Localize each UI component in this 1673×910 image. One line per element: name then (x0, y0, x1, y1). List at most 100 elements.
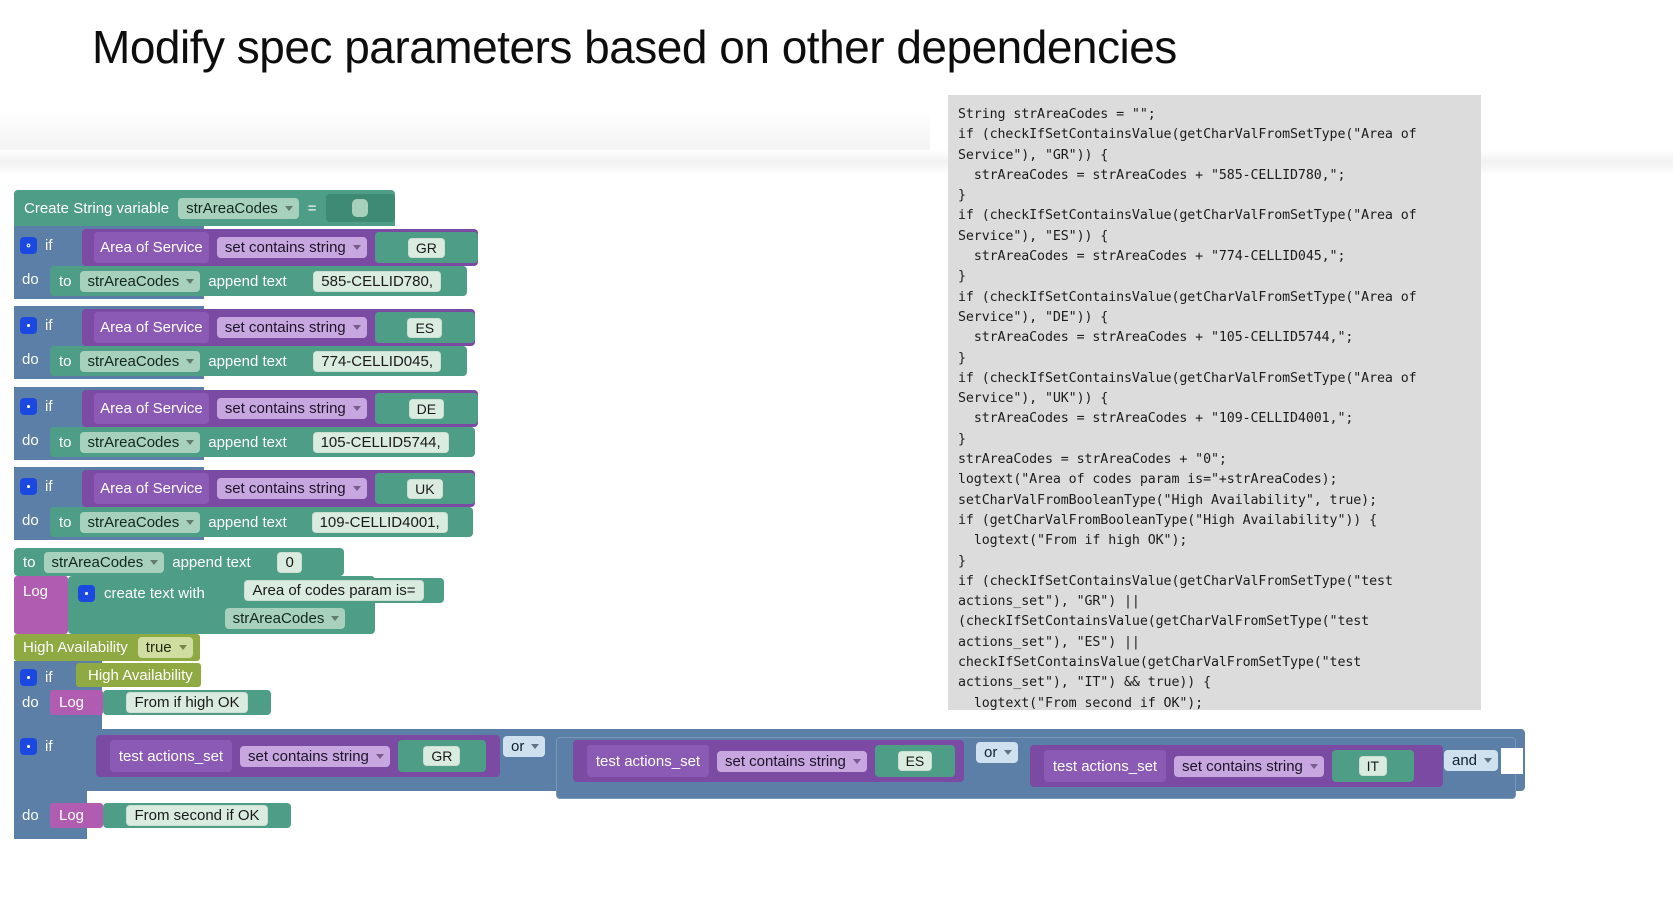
append-variable-dropdown-gr[interactable]: strAreaCodes (79, 270, 201, 292)
joiner-dropdown-or-2[interactable]: or (976, 742, 1019, 763)
generated-code-text: String strAreaCodes = ""; if (checkIfSet… (958, 107, 1417, 710)
gear-icon[interactable] (20, 737, 37, 755)
value-socket-es[interactable]: ES (374, 312, 475, 343)
set-name-socket-second-es[interactable]: test actions_set (587, 745, 709, 777)
create-variable-name: strAreaCodes (186, 199, 278, 217)
append-variable-zero: strAreaCodes (51, 553, 144, 571)
create-text-item-variable[interactable]: strAreaCodes (210, 606, 360, 631)
create-text-item-field[interactable]: Area of codes param is= (244, 580, 424, 601)
append-text-label-zero: append text (172, 553, 251, 571)
value-field-second-it[interactable]: IT (1358, 756, 1388, 776)
value-field-second-gr[interactable]: GR (423, 746, 461, 766)
append-variable-dropdown-uk[interactable]: strAreaCodes (79, 511, 201, 533)
condition-block-de[interactable]: Area of Service set contains string DE (82, 390, 478, 427)
value-socket-gr[interactable]: GR (374, 232, 478, 263)
create-text-item-string[interactable]: Area of codes param is= (224, 578, 444, 603)
empty-boolean-socket[interactable] (1501, 748, 1523, 774)
if-label-second: if (45, 737, 53, 755)
append-text-field-zero[interactable]: 0 (277, 551, 302, 573)
joiner-dropdown-or-1[interactable]: or (503, 736, 546, 757)
set-name-socket-es[interactable]: Area of Service (94, 312, 209, 343)
log-text-field-second[interactable]: From second if OK (126, 805, 268, 826)
empty-string-field[interactable] (351, 199, 368, 217)
append-block-es[interactable]: to strAreaCodes append text 774-CELLID04… (50, 346, 467, 376)
gear-icon[interactable] (20, 236, 37, 254)
gear-icon[interactable] (20, 668, 37, 686)
condition-block-second-es[interactable]: test actions_set set contains string ES (573, 740, 964, 782)
gear-icon[interactable] (20, 477, 37, 495)
operator-dropdown-second-gr[interactable]: set contains string (240, 745, 390, 767)
condition-block-second-gr[interactable]: test actions_set set contains string GR (96, 735, 500, 777)
operator-dropdown-es[interactable]: set contains string (216, 317, 367, 338)
if-high-availability-header: if (20, 666, 53, 688)
to-label-de: to (59, 433, 72, 451)
value-field-gr[interactable]: GR (407, 237, 445, 258)
append-text-socket-de[interactable]: 105-CELLID5744, (294, 429, 467, 455)
operator-dropdown-gr[interactable]: set contains string (216, 237, 367, 258)
condition-block-gr[interactable]: Area of Service set contains string GR (82, 229, 478, 266)
append-variable-dropdown-zero[interactable]: strAreaCodes (43, 551, 165, 573)
condition-block-second-it[interactable]: test actions_set set contains string IT (1030, 745, 1443, 787)
chevron-down-icon (352, 486, 361, 491)
operator-dropdown-de[interactable]: set contains string (216, 398, 367, 419)
append-text-field-de[interactable]: 105-CELLID5744, (312, 431, 449, 453)
append-block-de[interactable]: to strAreaCodes append text 105-CELLID57… (50, 427, 475, 457)
log-block-second[interactable]: Log (50, 803, 103, 828)
high-availability-value-dropdown[interactable]: true (137, 637, 193, 658)
condition-block-es[interactable]: Area of Service set contains string ES (82, 309, 475, 346)
set-name-socket-de[interactable]: Area of Service (94, 393, 209, 424)
condition-high-availability[interactable]: High Availability (76, 663, 201, 687)
value-field-uk[interactable]: UK (407, 478, 443, 499)
value-field-de[interactable]: DE (408, 398, 445, 419)
operator-dropdown-second-it[interactable]: set contains string (1174, 755, 1324, 777)
log-block-high[interactable]: Log (50, 690, 103, 715)
operator-label-uk: set contains string (224, 480, 346, 497)
gear-icon[interactable] (78, 584, 95, 602)
log-text-field-high[interactable]: From if high OK (126, 692, 248, 713)
create-string-variable-block[interactable]: Create String variable strAreaCodes = (14, 190, 395, 226)
append-text-socket-zero[interactable]: 0 (258, 550, 321, 574)
set-name-socket-uk[interactable]: Area of Service (94, 473, 209, 504)
condition-block-uk[interactable]: Area of Service set contains string UK (82, 470, 475, 507)
append-block-uk[interactable]: to strAreaCodes append text 109-CELLID40… (50, 507, 473, 537)
append-text-field-es[interactable]: 774-CELLID045, (313, 350, 442, 372)
value-socket-uk[interactable]: UK (374, 473, 475, 504)
append-zero-block[interactable]: to strAreaCodes append text 0 (14, 548, 344, 576)
log-text-socket-second[interactable]: From second if OK (103, 803, 291, 828)
high-availability-label: High Availability (23, 639, 128, 656)
set-name-socket-second-gr[interactable]: test actions_set (110, 740, 232, 772)
set-name-socket-second-it[interactable]: test actions_set (1044, 750, 1166, 782)
gear-icon[interactable] (20, 397, 37, 415)
chevron-down-icon (352, 406, 361, 411)
append-text-socket-es[interactable]: 774-CELLID045, (294, 348, 460, 374)
to-label-zero: to (23, 553, 36, 571)
append-variable-dropdown-es[interactable]: strAreaCodes (79, 350, 201, 372)
if-label-de: if (45, 397, 53, 415)
do-label-high-availability: do (22, 694, 39, 711)
operator-dropdown-second-es[interactable]: set contains string (717, 750, 867, 772)
value-field-second-es[interactable]: ES (897, 751, 933, 771)
gear-icon[interactable] (20, 316, 37, 334)
append-variable-dropdown-de[interactable]: strAreaCodes (79, 431, 201, 453)
value-socket-de[interactable]: DE (374, 393, 478, 424)
create-variable-name-dropdown[interactable]: strAreaCodes (178, 197, 299, 219)
create-text-variable-dropdown[interactable]: strAreaCodes (224, 608, 346, 629)
log-text-socket-high[interactable]: From if high OK (103, 690, 271, 715)
append-text-socket-uk[interactable]: 109-CELLID4001, (294, 509, 465, 535)
value-socket-second-gr[interactable]: GR (397, 740, 486, 772)
set-high-availability-block[interactable]: High Availability true (14, 634, 200, 661)
operator-dropdown-uk[interactable]: set contains string (216, 478, 367, 499)
empty-string-socket[interactable] (325, 194, 395, 222)
joiner-dropdown-and[interactable]: and (1444, 750, 1499, 771)
set-name-socket-gr[interactable]: Area of Service (94, 232, 209, 263)
append-block-gr[interactable]: to strAreaCodes append text 585-CELLID78… (50, 266, 467, 296)
value-field-es[interactable]: ES (407, 317, 443, 338)
append-text-label-gr: append text (208, 272, 287, 290)
append-text-socket-gr[interactable]: 585-CELLID780, (294, 268, 460, 294)
value-socket-second-it[interactable]: IT (1331, 750, 1414, 782)
log-block[interactable]: Log (14, 576, 68, 634)
append-text-field-uk[interactable]: 109-CELLID4001, (311, 511, 448, 533)
value-socket-second-es[interactable]: ES (874, 745, 955, 777)
append-text-field-gr[interactable]: 585-CELLID780, (313, 270, 442, 292)
